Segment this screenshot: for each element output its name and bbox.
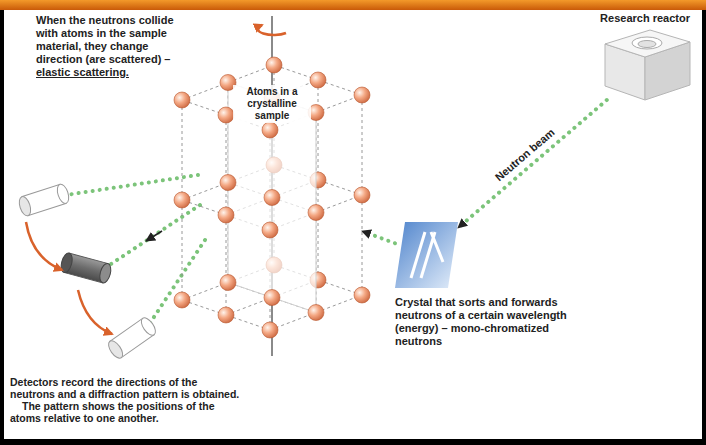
motion-arrow (26, 222, 62, 270)
node-text: Atoms in a crystalline sample (233, 85, 311, 123)
sample-plane (228, 83, 316, 313)
detector-symbol (17, 183, 71, 217)
detector-symbol (106, 315, 158, 360)
beam-label: Neutron beam (491, 125, 559, 186)
atom (174, 292, 190, 308)
detector-face (55, 183, 71, 205)
atom (354, 187, 370, 203)
lattice-line (182, 100, 183, 200)
beam-label-holder: Neutron beam (491, 125, 559, 186)
crystal-lattice (174, 57, 370, 338)
reactor-core (632, 37, 662, 49)
scattered-beams (66, 175, 205, 323)
atom (220, 275, 236, 291)
atom (218, 107, 234, 123)
detector-note: Detectors record the directions of the n… (10, 376, 242, 400)
lattice-line (182, 200, 183, 300)
detectors (17, 183, 158, 361)
atom (218, 207, 234, 223)
monochromator-crystal: Crystal that sorts and forwards neutrons… (395, 222, 458, 288)
node-text: Research reactor (600, 12, 690, 25)
neutron-beam (362, 231, 395, 243)
crystal-symbol (395, 222, 458, 288)
label-holder: Detectors record the directions of the n… (10, 376, 242, 400)
scattered-beam (66, 175, 198, 195)
atom (354, 87, 370, 103)
node-text: Crystal that sorts and forwards neutrons… (395, 296, 575, 348)
motion-arrow (78, 290, 112, 334)
reactor-core (638, 41, 656, 48)
lattice-line (226, 215, 227, 315)
text-holder: Research reactor (600, 12, 690, 25)
lattice-line (318, 180, 319, 280)
atom (262, 222, 278, 238)
atom (174, 192, 190, 208)
scattering-note: When the neutrons collide with atoms in … (36, 14, 176, 79)
atom (354, 287, 370, 303)
scattered-beam (108, 205, 200, 266)
atom (220, 175, 236, 191)
atom (262, 322, 278, 338)
direction-arrow (146, 231, 162, 241)
detector-symbol (59, 252, 112, 284)
research-reactor: Research reactor (605, 30, 690, 100)
detector-face (139, 315, 159, 337)
crystal-block (395, 222, 458, 288)
atom (308, 305, 324, 321)
sample-cube: Atoms in a crystalline sample (182, 65, 362, 330)
atom (218, 307, 234, 323)
header-bar (0, 0, 706, 10)
rotation-arrow (258, 25, 286, 35)
atom (308, 205, 324, 221)
atom (264, 290, 280, 306)
reactor-top (605, 30, 690, 57)
pattern-note: The pattern shows the positions of the a… (10, 400, 242, 424)
crystal-mark (411, 232, 443, 278)
atom (310, 72, 326, 88)
scattered-beam (150, 240, 205, 323)
text-holder: Atoms in a crystalline sample (233, 85, 311, 123)
text-holder: Crystal that sorts and forwards neutrons… (395, 296, 575, 348)
lattice-line (362, 195, 363, 295)
lattice-line (226, 115, 227, 215)
reactor-symbol (605, 30, 690, 100)
atom (266, 57, 282, 73)
atom (264, 190, 280, 206)
label-holder: The pattern shows the positions of the a… (10, 400, 242, 424)
atom (262, 122, 278, 138)
lattice-line (318, 80, 319, 180)
label-holder: When the neutrons collide with atoms in … (36, 14, 176, 79)
detector-end (106, 338, 126, 360)
detector-end (17, 195, 33, 217)
lattice-line (362, 95, 363, 195)
detector-face (98, 262, 113, 284)
neutron-beam (458, 100, 607, 228)
atom (174, 92, 190, 108)
